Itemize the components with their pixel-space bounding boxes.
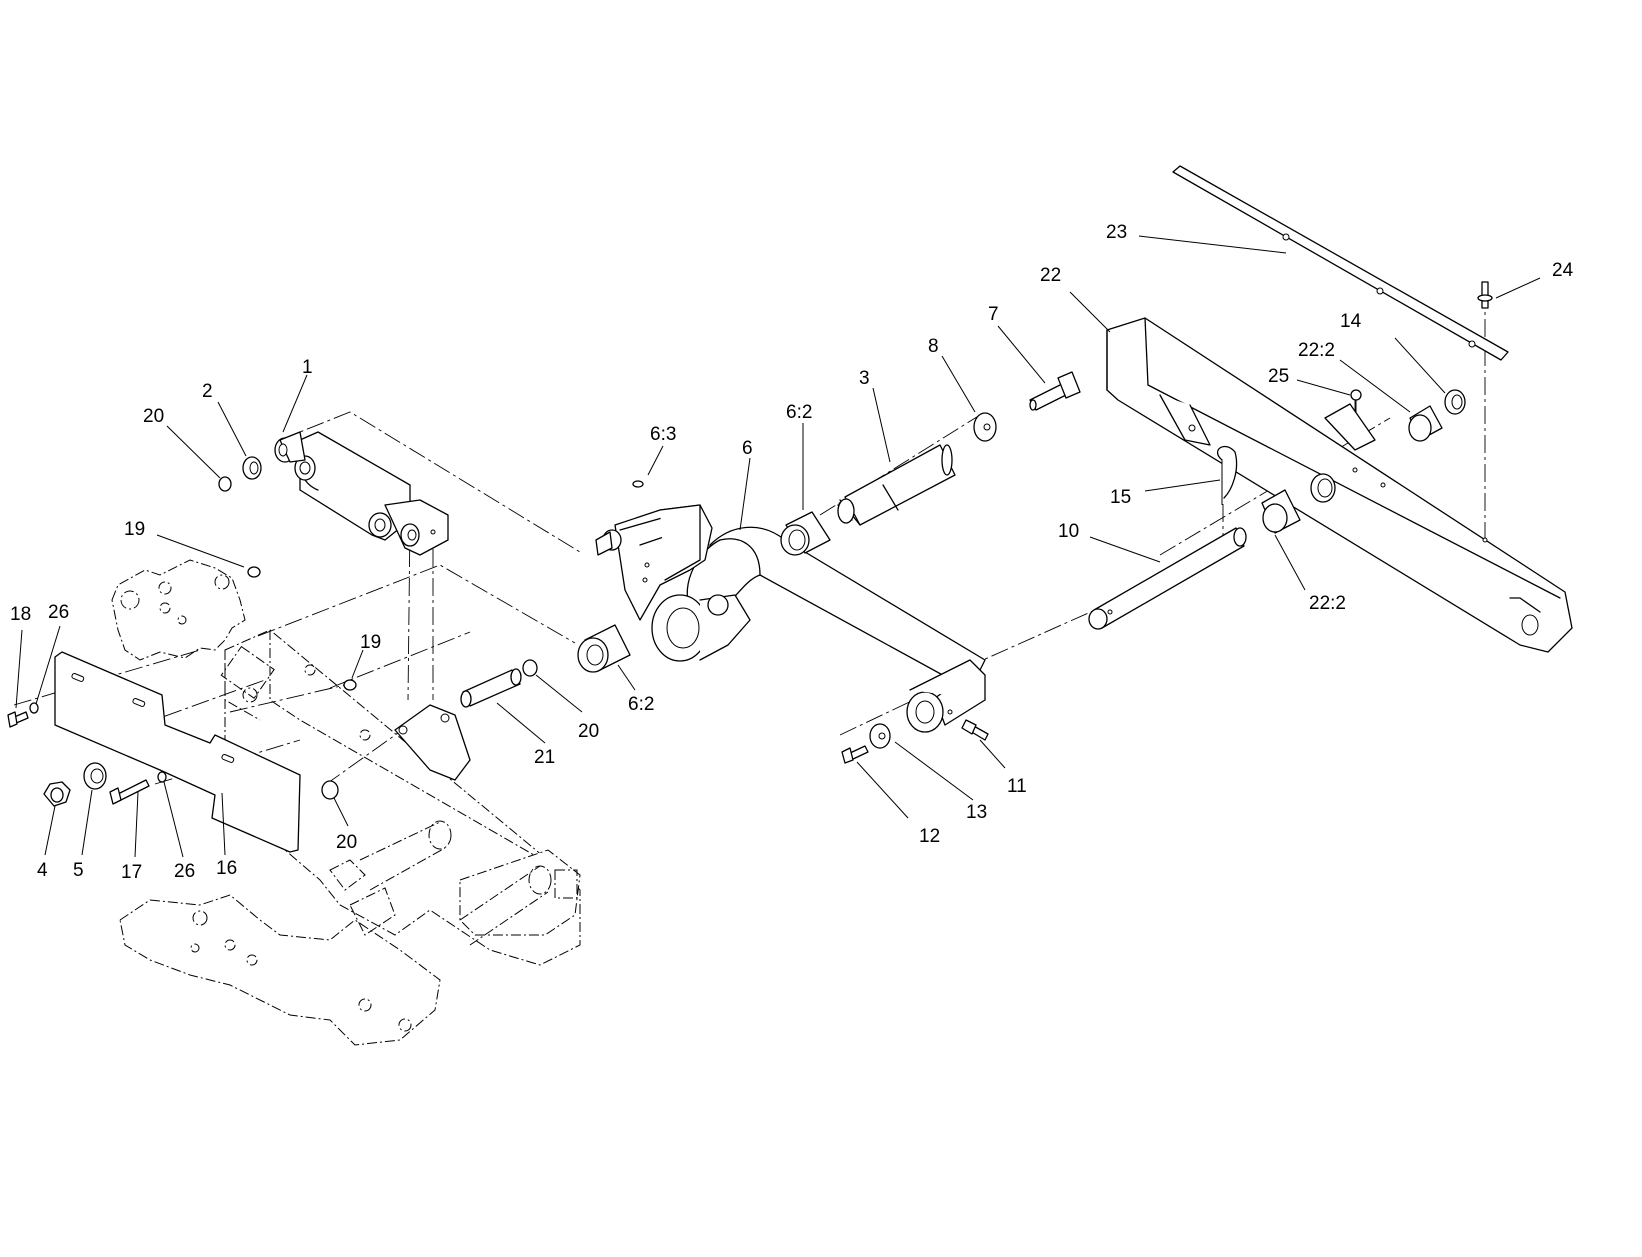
callout-10: 10 (1058, 521, 1079, 542)
part-20-clip-right (522, 659, 538, 677)
part-22-2-bushing-upper (1324, 403, 1443, 451)
callout-20-right: 20 (578, 721, 599, 742)
part-16-shield-plate (54, 651, 301, 853)
part-5-washer (83, 762, 107, 790)
part-26-washer-lower (157, 771, 167, 783)
callout-labels: 1 2 3 4 5 6 6:2 6:2 6:3 7 8 10 11 12 13 … (10, 222, 1574, 883)
callout-15: 15 (1110, 487, 1131, 508)
callout-25: 25 (1268, 366, 1289, 387)
part-11-bolt (961, 719, 989, 741)
part-7-bolt (1029, 371, 1081, 411)
part-1-lift-cylinder (274, 431, 449, 556)
part-12-bolt (841, 745, 869, 764)
callout-23: 23 (1106, 222, 1127, 243)
callout-3: 3 (859, 368, 870, 389)
callout-18: 18 (10, 604, 31, 625)
part-23-flat-bar (1172, 165, 1509, 361)
main-frame-phantom (111, 559, 581, 1046)
part-19-nut-lower (343, 679, 357, 691)
callout-8: 8 (928, 336, 939, 357)
callout-6: 6 (742, 438, 753, 459)
part-6-lift-arm (595, 504, 986, 733)
callout-19-upper: 19 (124, 519, 145, 540)
callout-6-2-upper: 6:2 (786, 402, 812, 423)
callout-22-2-upper: 22:2 (1298, 340, 1335, 361)
part-2-washer (242, 456, 262, 480)
part-21-pin (460, 668, 522, 708)
callout-1: 1 (302, 357, 313, 378)
part-24-pin (1477, 281, 1493, 309)
part-14-washer (1444, 389, 1466, 415)
callout-7: 7 (988, 304, 999, 325)
callout-19-lower: 19 (360, 632, 381, 653)
part-17-bolt (109, 779, 150, 805)
part-19-nut-upper (247, 566, 261, 578)
callout-leaders (15, 235, 1541, 858)
callout-20-lower: 20 (336, 832, 357, 853)
part-13-washer (869, 723, 891, 749)
callout-2: 2 (202, 381, 213, 402)
part-26-washer-upper (29, 702, 39, 714)
part-8-washer (973, 412, 997, 442)
part-22-hitch-tube (1106, 317, 1573, 653)
part-22-2-bushing-lower (1261, 473, 1336, 534)
callout-4: 4 (37, 860, 48, 881)
callout-24: 24 (1552, 260, 1574, 281)
callout-17: 17 (121, 862, 142, 883)
part-20-clip-upper (218, 476, 232, 492)
cylinder-mount-bracket (394, 704, 471, 781)
callout-13: 13 (966, 802, 987, 823)
part-6-2-bushing-lower (577, 624, 631, 673)
part-6-2-bushing-upper (780, 511, 831, 556)
callout-20-upper: 20 (143, 406, 164, 427)
callout-22: 22 (1040, 265, 1061, 286)
callout-11: 11 (1007, 776, 1027, 797)
callout-12: 12 (919, 826, 940, 847)
part-18-bolt (7, 711, 29, 728)
callout-6-3: 6:3 (650, 424, 676, 445)
part-20-clip-lower (321, 780, 339, 800)
callout-5: 5 (73, 860, 84, 881)
part-10-hitch-pin (1088, 527, 1247, 630)
part-3-pivot-shaft (837, 444, 956, 526)
part-4-nut (43, 781, 71, 807)
part-15-lynch-pin (1216, 445, 1238, 505)
callout-26-lower: 26 (174, 861, 195, 882)
callout-26-upper: 26 (48, 602, 69, 623)
part-25-grease-fitting (1350, 389, 1362, 412)
callout-6-2-lower: 6:2 (628, 694, 654, 715)
callout-14: 14 (1340, 311, 1362, 332)
callout-21: 21 (534, 747, 555, 768)
callout-22-2-lower: 22:2 (1309, 593, 1346, 614)
part-6-3-grease-fitting (632, 480, 644, 488)
callout-16: 16 (216, 858, 237, 879)
